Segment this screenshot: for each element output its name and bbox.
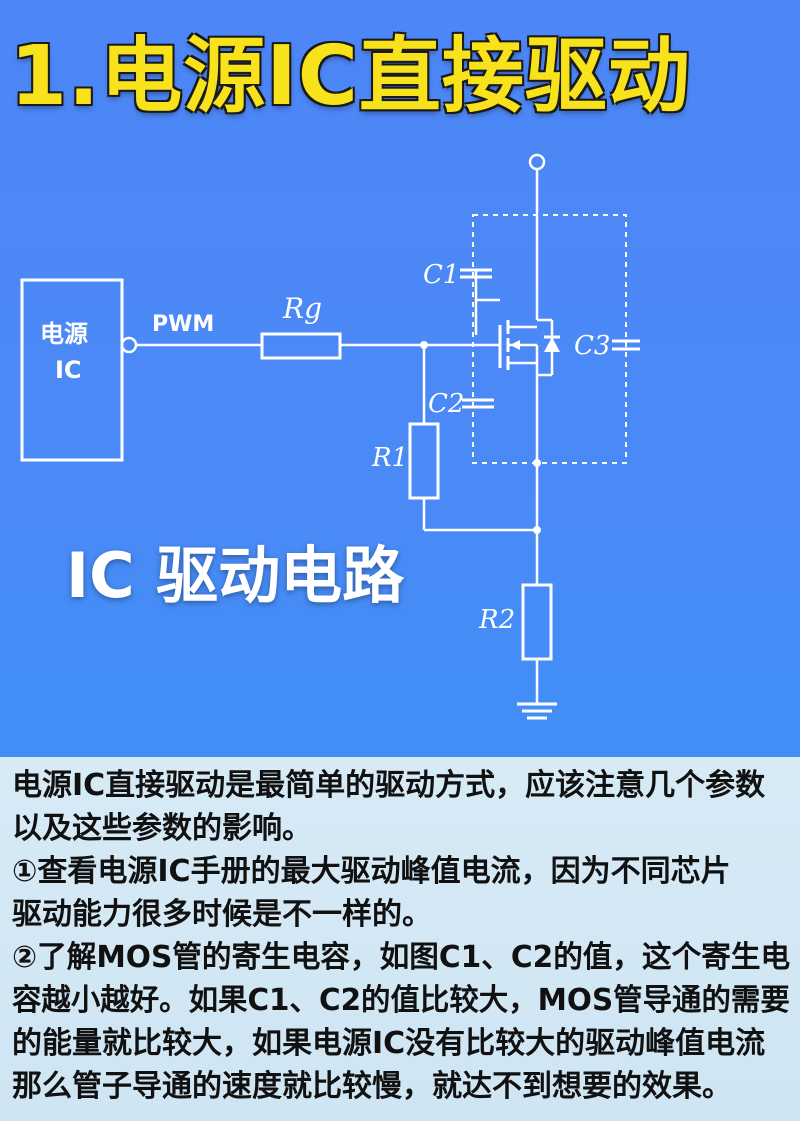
r1-label: R1	[371, 443, 408, 473]
description-line: 以及这些参数的影响。	[12, 811, 312, 846]
c3-label: C3	[574, 331, 610, 361]
c2-label: C2	[428, 389, 464, 419]
power-ic-block	[20, 278, 124, 462]
ic-label-line1: 电源	[40, 320, 88, 348]
description-line: 驱动能力很多时候是不一样的。	[12, 897, 432, 932]
description-line: ②了解MOS管的寄生电容，如图C1、C2的值，这个寄生电	[12, 940, 791, 975]
r2-label: R2	[478, 605, 515, 635]
description-line: 的能量就比较大，如果电源IC没有比较大的驱动峰值电流	[12, 1026, 766, 1061]
description-panel: 电源IC直接驱动是最简单的驱动方式，应该注意几个参数 以及这些参数的影响。 ①查…	[0, 757, 800, 1121]
page-title: 1.电源IC直接驱动	[10, 29, 691, 124]
boundary-junction	[533, 459, 541, 467]
mosfet-arrow	[510, 340, 520, 350]
pwm-label: PWM	[152, 312, 214, 337]
ic-label-line2: IC	[55, 356, 82, 384]
description-line: 那么管子导通的速度就比较慢，就达不到想要的效果。	[12, 1069, 732, 1104]
supply-terminal	[528, 153, 546, 171]
pwm-output-pin	[120, 336, 138, 354]
body-diode	[544, 337, 560, 352]
rg-label: Rg	[282, 292, 322, 325]
r1-resistor	[408, 422, 440, 500]
r2-resistor	[521, 583, 553, 661]
diagram-subtitle: IC 驱动电路	[66, 539, 405, 612]
description-line: ①查看电源IC手册的最大驱动峰值电流，因为不同芯片	[12, 854, 731, 889]
gate-junction	[420, 341, 428, 349]
source-junction	[533, 526, 541, 534]
description-line: 容越小越好。如果C1、C2的值比较大，MOS管导通的需要	[12, 983, 790, 1018]
rg-resistor	[260, 332, 342, 360]
ic-drive-circuit-diagram: 电源 IC PWM Rg C1 C2 C3 R1 R2	[20, 153, 640, 720]
description-line: 电源IC直接驱动是最简单的驱动方式，应该注意几个参数	[12, 768, 766, 803]
c1-label: C1	[423, 260, 459, 290]
